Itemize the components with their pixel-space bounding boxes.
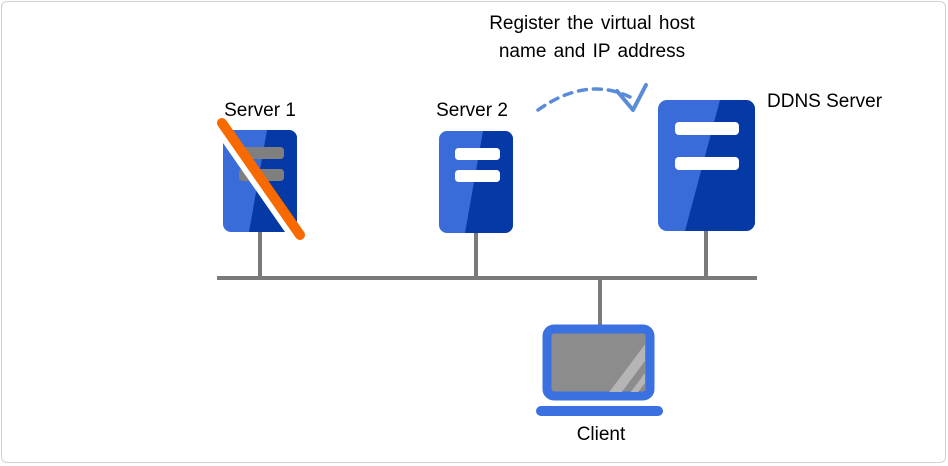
ddns-server-body (658, 100, 755, 231)
annotation-line1: Register the virtual host (489, 13, 695, 34)
server2-label: Server 2 (436, 100, 508, 121)
connector-server2 (474, 232, 478, 278)
server2-body (439, 131, 513, 233)
annotation-line2: name and IP address (498, 41, 686, 62)
connector-ddns-server (704, 230, 708, 278)
ddns-server-icon (658, 100, 755, 231)
laptop-base (536, 406, 663, 416)
server1-label: Server 1 (224, 100, 296, 121)
failure-slash-icon (212, 118, 305, 244)
connector-server1 (258, 232, 262, 278)
client-label: Client (576, 424, 626, 445)
arrow-arc (536, 87, 632, 112)
annotation-register: Register the virtual host name and IP ad… (424, 10, 760, 66)
connector-client (598, 279, 602, 326)
server2-icon (439, 131, 513, 233)
laptop-screen-glare (604, 343, 645, 392)
laptop-icon (536, 324, 663, 416)
server1-crossed-out-icon (212, 118, 305, 244)
arrow-head (615, 83, 648, 112)
dashed-arrow-icon (536, 83, 648, 112)
network-bus-line (217, 276, 757, 280)
ddns-server-label: DDNS Server (767, 91, 883, 112)
